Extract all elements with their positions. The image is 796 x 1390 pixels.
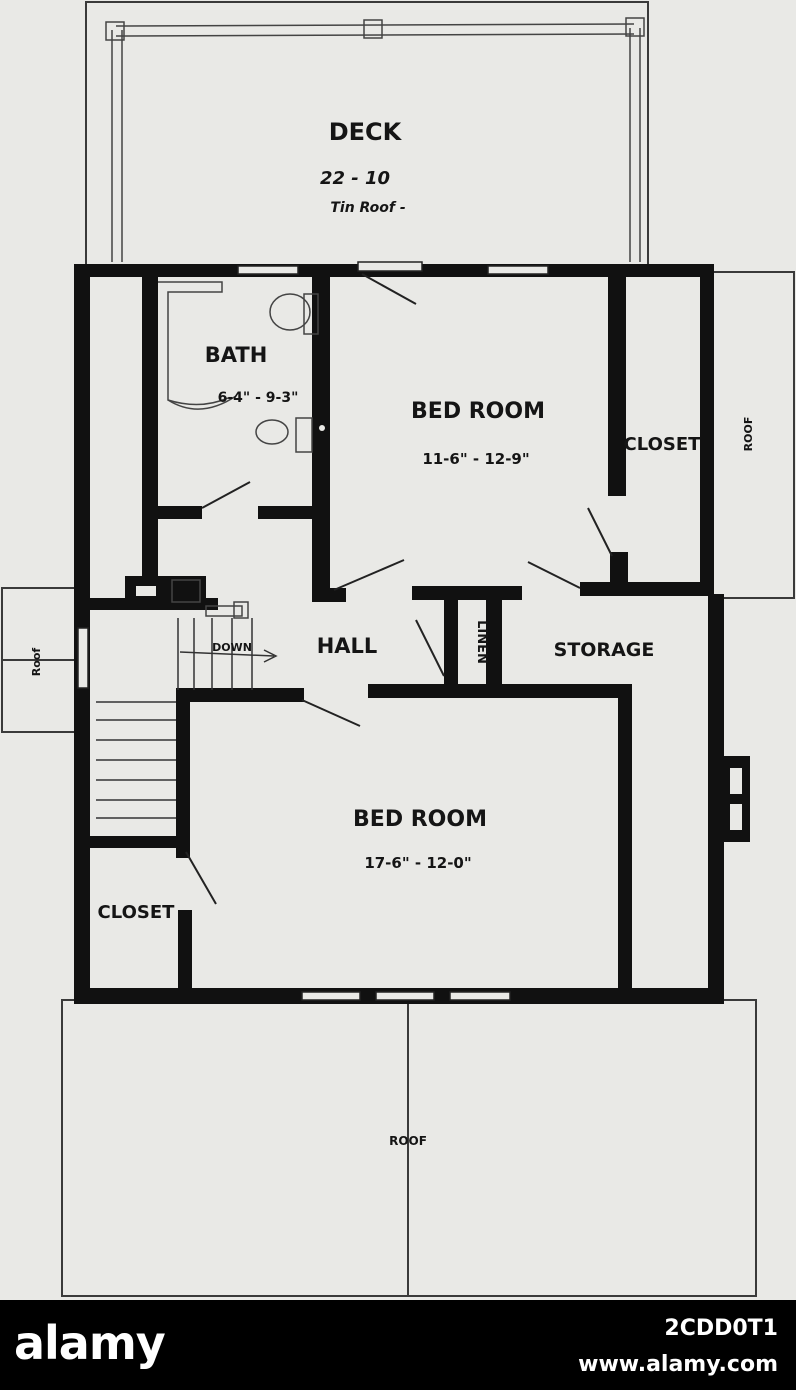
staircase bbox=[96, 618, 278, 819]
bath-label: BATH bbox=[205, 343, 268, 367]
roof-left-label: Roof bbox=[30, 648, 43, 677]
closet-left-label: CLOSET bbox=[98, 902, 176, 923]
bath-size: 6-4" - 9-3" bbox=[218, 390, 299, 406]
bath-fixtures bbox=[136, 281, 325, 619]
floor-plan: DECK 22 - 10 Tin Roof - BATH 6-4" - 9-3"… bbox=[1, 1, 795, 1297]
stair-down-label: DOWN bbox=[212, 641, 252, 654]
bedroom-upper-label: BED ROOM bbox=[411, 399, 545, 424]
closet-right-label: CLOSET bbox=[624, 434, 702, 455]
bedroom-lower-size: 17-6" - 12-0" bbox=[364, 854, 471, 872]
brand-logo-text: alamy bbox=[14, 1316, 166, 1370]
linen-label: LINEN bbox=[474, 620, 489, 664]
deck-note: Tin Roof - bbox=[330, 200, 405, 216]
deck-size: 22 - 10 bbox=[320, 168, 390, 189]
storage-label: STORAGE bbox=[554, 639, 655, 661]
door-swings bbox=[185, 273, 613, 905]
deck-label: DECK bbox=[329, 118, 403, 146]
hall-label: HALL bbox=[317, 634, 378, 658]
deck bbox=[85, 1, 649, 273]
bedroom-lower-label: BED ROOM bbox=[353, 807, 487, 832]
roof-bottom-label: ROOF bbox=[389, 1134, 427, 1148]
image-id: 2CDD0T1 bbox=[664, 1316, 778, 1341]
watermark-footer: alamy 2CDD0T1 www.alamy.com bbox=[0, 1300, 796, 1390]
site-url: www.alamy.com bbox=[578, 1352, 778, 1377]
roof-right-label: ROOF bbox=[742, 417, 755, 452]
windows bbox=[77, 261, 742, 1001]
bedroom-upper-size: 11-6" - 12-9" bbox=[422, 450, 529, 468]
